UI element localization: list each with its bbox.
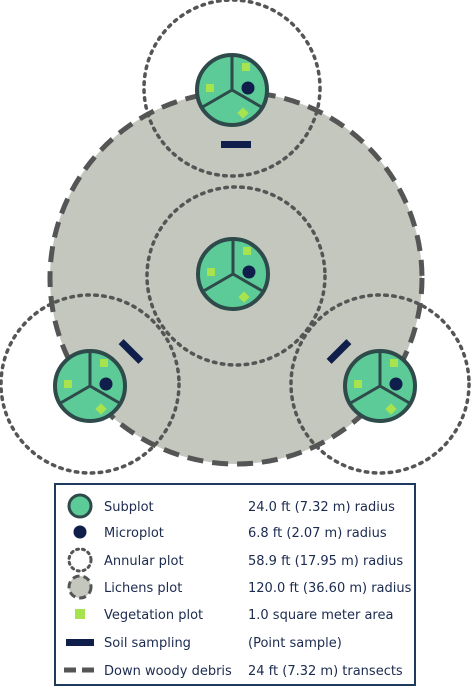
subplot-center <box>196 237 270 311</box>
subplot-southwest <box>53 349 127 423</box>
annular-plot-southwest <box>0 293 181 475</box>
legend-label: Soil sampling <box>104 636 191 651</box>
legend-item-subplot: Subplot 24.0 ft (7.32 m) radius <box>67 493 395 519</box>
soil-symbol <box>66 639 94 646</box>
subplot-southeast <box>343 349 417 423</box>
legend-item-soil: Soil sampling (Point sample) <box>66 636 342 651</box>
legend-value: 24.0 ft (7.32 m) radius <box>248 500 395 515</box>
annular-plot-center <box>145 185 327 367</box>
soil-sample-north <box>221 141 251 148</box>
legend-value: 120.0 ft (36.60 m) radius <box>248 581 412 596</box>
legend-value: 58.9 ft (17.95 m) radius <box>248 554 403 569</box>
legend-label: Lichens plot <box>104 581 182 596</box>
soil-samples <box>118 141 352 364</box>
legend-value: (Point sample) <box>248 636 342 651</box>
legend-item-lichens: Lichens plot 120.0 ft (36.60 m) radius <box>67 574 412 600</box>
legend-frame <box>54 483 416 686</box>
legend-item-dwd: Down woody debris 24 ft (7.32 m) transec… <box>64 664 403 679</box>
microplot-symbol <box>73 525 87 539</box>
soil-sample-east <box>326 339 352 364</box>
legend-label: Microplot <box>104 526 164 541</box>
legend-item-annular: Annular plot 58.9 ft (17.95 m) radius <box>67 547 403 573</box>
subplot-north <box>195 53 269 127</box>
legend: Subplot 24.0 ft (7.32 m) radius Microplo… <box>54 483 416 686</box>
legend-item-vegetation: Vegetation plot 1.0 square meter area <box>75 608 393 623</box>
legend-value: 6.8 ft (2.07 m) radius <box>248 526 387 541</box>
lichens-symbol <box>67 574 93 600</box>
legend-value: 24 ft (7.32 m) transects <box>248 664 403 679</box>
vegetation-symbol <box>75 609 85 619</box>
annular-plots <box>0 0 471 475</box>
legend-label: Annular plot <box>104 554 184 569</box>
subplot-symbol <box>67 493 93 519</box>
legend-item-microplot: Microplot 6.8 ft (2.07 m) radius <box>73 525 387 541</box>
annular-plot-north <box>142 0 322 178</box>
soil-sample-west <box>118 339 144 364</box>
legend-label: Subplot <box>104 500 154 515</box>
legend-label: Vegetation plot <box>104 608 203 623</box>
annular-plot-southeast <box>289 293 471 475</box>
annular-symbol <box>67 547 93 573</box>
legend-label: Down woody debris <box>104 664 232 679</box>
legend-value: 1.0 square meter area <box>248 608 393 623</box>
